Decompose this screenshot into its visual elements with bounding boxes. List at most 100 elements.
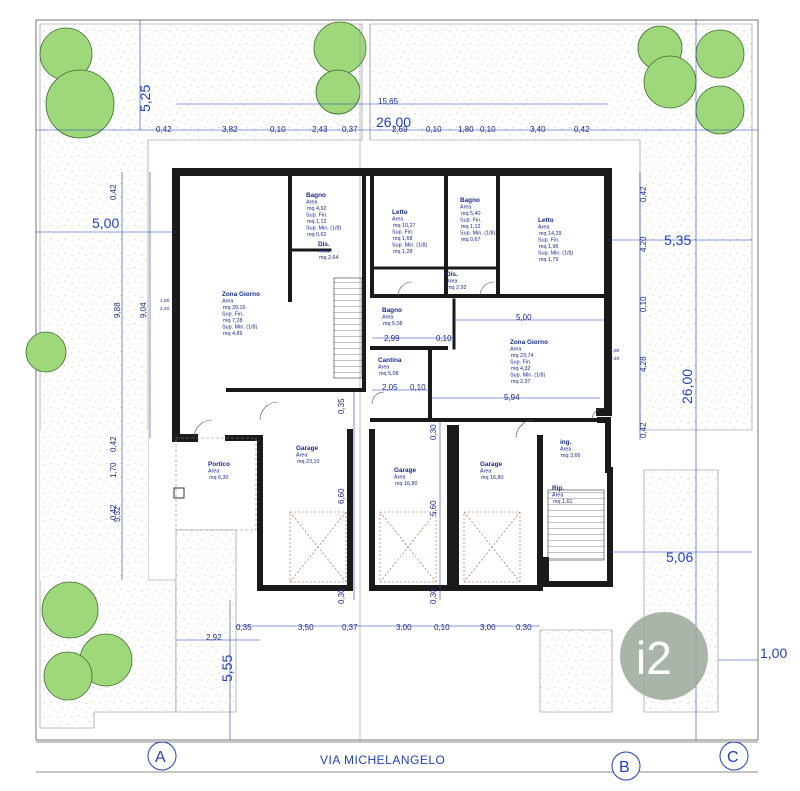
dim-label: 0,42 bbox=[639, 186, 648, 202]
dim-500: 5,00 bbox=[92, 215, 119, 231]
dim-label: 0,10 bbox=[434, 623, 450, 632]
stairs bbox=[333, 277, 363, 379]
room-detail-zona-giorno-1: Sup. Fin. bbox=[222, 312, 244, 318]
room-detail-bagno-2: mq 1,12 bbox=[461, 224, 480, 230]
room-detail-bagno-1: Area bbox=[306, 200, 317, 206]
dim-label: 5,00 bbox=[516, 313, 532, 322]
room-detail-bagno-1: Sup. Min. (1/8) bbox=[306, 226, 342, 232]
room-detail-portico: Area bbox=[208, 469, 219, 475]
dim-label: 0,30 bbox=[429, 588, 438, 604]
room-detail-dis-1: Area bbox=[318, 249, 329, 255]
room-detail-zona-giorno-1: Area bbox=[222, 299, 233, 305]
room-detail-bagno-3: Area bbox=[382, 315, 393, 321]
tree bbox=[315, 69, 361, 115]
room-detail-bagno-2: mq 0,67 bbox=[461, 237, 480, 243]
dim-100: 1,00 bbox=[760, 645, 787, 661]
dim-label: 3,00 bbox=[396, 623, 412, 632]
tree bbox=[695, 29, 745, 79]
axis-marker-b bbox=[611, 751, 641, 781]
window-label: 2,40 bbox=[610, 356, 620, 362]
dim-label: 0,42 bbox=[639, 422, 648, 438]
dim-label: 5,32 bbox=[113, 506, 122, 522]
dim-label: 2,92 bbox=[206, 633, 222, 642]
vertical-dimensions: 0,42 9,88 9,04 0,42 1,70 0,42 5,32 0,35 … bbox=[109, 184, 648, 604]
room-label-portico: Portico bbox=[208, 461, 230, 468]
dim-label: 0,10 bbox=[480, 125, 496, 134]
dim-label: 2,05 bbox=[382, 383, 398, 392]
dim-label: 0,42 bbox=[574, 125, 590, 134]
room-label-bagno-2: Bagno bbox=[460, 197, 480, 204]
dim-label: 9,88 bbox=[113, 302, 122, 318]
room-detail-garage-1: Area bbox=[296, 453, 307, 459]
dim-label: 3,40 bbox=[530, 125, 546, 134]
room-detail-cantina: Area bbox=[378, 365, 389, 371]
room-detail-zona-giorno-2: mq 4,32 bbox=[511, 366, 530, 372]
small-dimensions: 15,65 0,42 3,82 0,10 2,43 0,37 2,69 0,10… bbox=[156, 97, 590, 642]
dim-label: 3,50 bbox=[298, 623, 314, 632]
room-label-zona-giorno-1: Zona Giorno bbox=[222, 291, 260, 298]
dim-label: 2,69 bbox=[392, 125, 408, 134]
room-detail-bagno-1: Sup. Fin. bbox=[306, 213, 328, 219]
doors bbox=[193, 281, 605, 439]
axis-marker-a bbox=[147, 741, 177, 771]
dim-label: 5,94 bbox=[504, 393, 520, 402]
dim-label: 3,00 bbox=[480, 623, 496, 632]
room-label-zona-giorno-2: Zona Giorno bbox=[510, 339, 548, 346]
room-detail-bagno-2: mq 5,40 bbox=[461, 211, 480, 217]
stairs bbox=[547, 489, 605, 561]
room-detail-garage-3: Area bbox=[480, 469, 491, 475]
room-detail-ing: Area bbox=[560, 447, 571, 453]
dim-label: 5,60 bbox=[429, 500, 438, 516]
room-detail-ing: mq 3,66 bbox=[561, 453, 580, 459]
logo-text: i2 bbox=[636, 632, 672, 684]
dim-535: 5,35 bbox=[664, 232, 691, 248]
tree bbox=[41, 581, 99, 639]
room-detail-rip: mq 1,61 bbox=[553, 499, 572, 505]
room-detail-bagno-3: mq 5,08 bbox=[383, 321, 402, 327]
room-detail-letto-1: mq 1,28 bbox=[393, 249, 412, 255]
dim-label: 9,04 bbox=[139, 302, 148, 318]
room-detail-bagno-1: mq 1,12 bbox=[307, 219, 326, 225]
dim-label: 0,10 bbox=[426, 125, 442, 134]
room-detail-zona-giorno-1: Sup. Min. (1/8) bbox=[222, 325, 258, 331]
i2-logo: i2 bbox=[620, 612, 708, 700]
room-detail-letto-2: Sup. Fin. bbox=[538, 238, 560, 244]
dim-label: 0,37 bbox=[342, 125, 358, 134]
room-detail-garage-1: mq 23,10 bbox=[297, 459, 319, 465]
room-detail-bagno-2: Sup. Min. (1/8) bbox=[460, 231, 496, 237]
dim-label: 4,20 bbox=[639, 236, 648, 252]
room-detail-dis-1: mq 2,64 bbox=[319, 255, 338, 261]
axis-label-a: A bbox=[155, 749, 166, 766]
dim-label: 0,35 bbox=[337, 398, 346, 414]
logo-badge bbox=[620, 612, 708, 700]
window-label: 2,40 bbox=[160, 306, 170, 312]
dim-label: 0,30 bbox=[337, 588, 346, 604]
room-detail-letto-2: Area bbox=[538, 225, 549, 231]
room-detail-dis-2: Area bbox=[446, 279, 457, 285]
room-detail-zona-giorno-2: Sup. Min. (1/8) bbox=[510, 373, 546, 379]
room-detail-rip: Area bbox=[552, 493, 563, 499]
room-label-bagno-3: Bagno bbox=[382, 307, 402, 314]
room-detail-zona-giorno-1: mq 7,28 bbox=[223, 318, 242, 324]
dim-label: 0,10 bbox=[639, 296, 648, 312]
room-label-letto-1: Letto bbox=[392, 209, 408, 216]
dim-555: 5,55 bbox=[219, 655, 235, 682]
axis-label-b: B bbox=[619, 759, 630, 776]
room-detail-garage-3: mq 16,80 bbox=[481, 475, 503, 481]
room-detail-letto-1: Sup. Fin. bbox=[392, 230, 414, 236]
room-detail-zona-giorno-2: Area bbox=[510, 347, 521, 353]
room-detail-bagno-1: mq 4,92 bbox=[307, 206, 326, 212]
room-detail-cantina: mq 5,08 bbox=[379, 371, 398, 377]
trees bbox=[25, 21, 745, 701]
dim-label: 0,10 bbox=[436, 334, 452, 343]
room-detail-bagno-1: mq 0,62 bbox=[307, 232, 326, 238]
dim-label: 0,42 bbox=[156, 125, 172, 134]
room-label-garage-2: Garage bbox=[394, 467, 416, 474]
pillar bbox=[173, 487, 185, 499]
room-detail-letto-1: Sup. Min. (1/8) bbox=[392, 243, 428, 249]
room-detail-letto-2: mq 1,79 bbox=[539, 257, 558, 263]
room-label-garage-1: Garage bbox=[296, 445, 318, 452]
room-detail-zona-giorno-1: mq 4,89 bbox=[223, 331, 242, 337]
room-detail-letto-2: mq 14,29 bbox=[539, 231, 561, 237]
